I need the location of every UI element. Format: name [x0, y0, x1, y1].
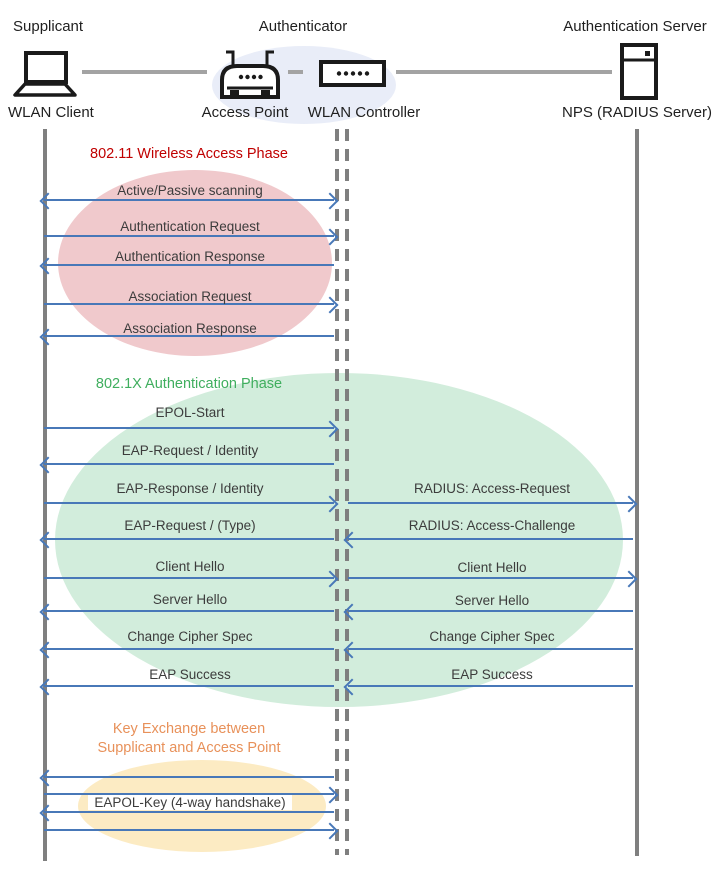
arrow-eapol-key-3 [39, 804, 334, 821]
arrow-eapol-key-2 [44, 786, 339, 803]
arrow-eap-success-left [39, 678, 334, 695]
label-scanning: Active/Passive scanning [117, 183, 263, 198]
arrow-eap-request-identity [39, 456, 334, 473]
label-assoc-request: Association Request [128, 289, 252, 304]
lifeline-wlan-client [43, 129, 47, 861]
label-client-hello-left: Client Hello [155, 559, 225, 574]
wlan-controller-icon [319, 60, 386, 93]
access-point-icon [219, 47, 281, 105]
phase2-title: 802.1X Authentication Phase [95, 376, 283, 392]
label-auth-request: Authentication Request [120, 219, 260, 234]
phase1-title: 802.11 Wireless Access Phase [90, 146, 288, 162]
arrow-client-hello-right [348, 570, 638, 587]
label-server-hello-left: Server Hello [152, 592, 228, 607]
arrow-change-cipher-spec-right [343, 641, 633, 658]
label-client-hello-right: Client Hello [457, 560, 527, 575]
node-label-wlan-controller: WLAN Controller [307, 104, 421, 121]
label-assoc-response: Association Response [123, 321, 257, 336]
label-eap-success-right: EAP Success [451, 667, 533, 682]
laptop-icon [12, 51, 78, 103]
arrow-auth-response [39, 257, 334, 274]
arrow-epol-start [44, 420, 339, 437]
arrow-radius-access-request [348, 495, 638, 512]
arrow-assoc-response [39, 328, 334, 345]
label-change-cipher-spec-left: Change Cipher Spec [127, 629, 253, 644]
phase1-ellipse [58, 170, 332, 356]
server-icon [620, 43, 658, 106]
label-eapol-key: EAPOL-Key (4-way handshake) [60, 795, 320, 810]
arrow-auth-request [44, 228, 339, 245]
label-radius-access-challenge: RADIUS: Access-Challenge [408, 518, 576, 533]
role-authentication-server: Authentication Server [563, 18, 707, 35]
label-auth-response: Authentication Response [114, 249, 266, 264]
label-epol-start: EPOL-Start [155, 405, 225, 420]
lifeline-authenticator-left [335, 129, 339, 855]
label-eap-success-left: EAP Success [149, 667, 231, 682]
label-eap-response-identity: EAP-Response / Identity [116, 481, 264, 496]
arrow-eap-response-identity [44, 495, 339, 512]
label-eap-request-type: EAP-Request / (Type) [124, 518, 256, 533]
arrow-radius-access-challenge [343, 531, 633, 548]
arrow-eapol-key-1 [39, 769, 334, 786]
arrow-server-hello-left [39, 603, 334, 620]
lifeline-authenticator-right [345, 129, 349, 855]
label-server-hello-right: Server Hello [454, 593, 530, 608]
connector-controller-server [396, 70, 612, 74]
label-change-cipher-spec-right: Change Cipher Spec [429, 629, 555, 644]
eapol-key-text: EAPOL-Key (4-way handshake) [88, 795, 292, 810]
role-supplicant: Supplicant [13, 18, 84, 35]
arrow-client-hello-left [44, 570, 339, 587]
phase2-ellipse [55, 373, 623, 707]
arrow-server-hello-right [343, 603, 633, 620]
arrow-change-cipher-spec-left [39, 641, 334, 658]
arrow-eapol-key-4 [44, 822, 339, 839]
node-label-wlan-client: WLAN Client [8, 104, 94, 121]
lifeline-nps [635, 129, 639, 856]
arrow-eap-request-type [39, 531, 334, 548]
arrow-scanning [39, 192, 339, 209]
node-label-access-point: Access Point [201, 104, 289, 121]
arrow-eap-success-right [343, 678, 633, 695]
node-label-nps: NPS (RADIUS Server) [561, 104, 713, 121]
arrow-assoc-request [44, 296, 339, 313]
connector-client-ap [82, 70, 207, 74]
connector-ap-controller [288, 70, 303, 74]
label-eap-request-identity: EAP-Request / Identity [121, 443, 259, 458]
role-authenticator: Authenticator [258, 18, 348, 35]
phase3-title-line2: Supplicant and Access Point [97, 740, 281, 756]
phase3-title-line1: Key Exchange between [112, 721, 266, 737]
label-radius-access-request: RADIUS: Access-Request [413, 481, 571, 496]
